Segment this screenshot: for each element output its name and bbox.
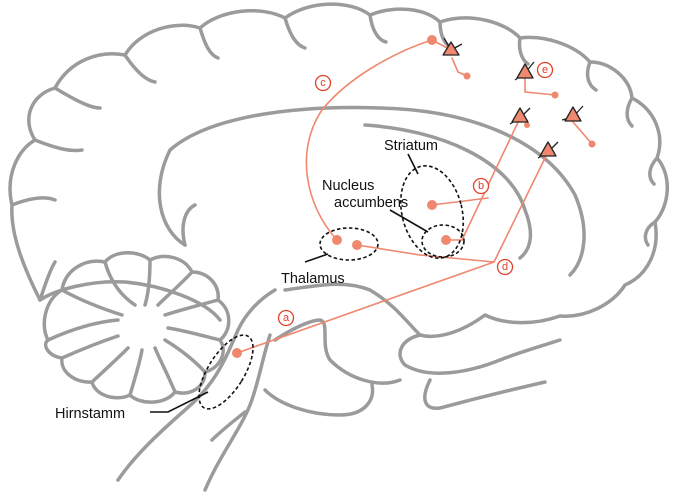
sulcus-3: [33, 138, 84, 153]
neuron-3: [509, 107, 531, 125]
neuron-1: [442, 37, 463, 56]
leader-accumbens: [389, 209, 429, 233]
temporal-lobe-4: [423, 378, 547, 410]
pathway-a-line: [236, 261, 495, 354]
cerebellum-fold-3: [156, 270, 194, 307]
svg-text:d: d: [502, 261, 508, 273]
sulcus-2: [10, 196, 57, 207]
svg-text:e: e: [542, 64, 548, 76]
sulcus-13: [648, 156, 659, 186]
badge-b: b: [472, 177, 490, 195]
striatum-region: [399, 165, 465, 259]
corpus-callosum-inner: [181, 203, 197, 247]
label-accumbens: accumbens: [334, 195, 408, 211]
sulcus-5: [123, 53, 157, 84]
dot-cortex-2: [551, 91, 559, 99]
neuron-2: [514, 61, 535, 81]
brainstem-mid: [210, 410, 247, 442]
badge-e: e: [536, 61, 554, 79]
dot-thalamus-right: [352, 240, 362, 250]
temporal-lobe: [283, 282, 562, 375]
cerebellum-fold-10: [60, 334, 120, 360]
cerebellum-fold-11: [46, 318, 120, 342]
dot-thalamus-left: [332, 235, 342, 245]
leader-hirnstamm: [150, 391, 209, 413]
cerebellum-fold-2: [143, 258, 152, 307]
cerebellum-fold-6: [163, 338, 207, 374]
pathway-b-line-to-cortex: [461, 117, 521, 241]
hirnstamm-region: [198, 334, 254, 410]
brainstem-back: [203, 333, 272, 492]
pathway-d-line-cortex: [493, 151, 549, 263]
pathway-d-line-thalamus: [356, 244, 495, 263]
dot-cortex-4: [524, 122, 530, 128]
accumbens-region: [421, 224, 465, 258]
pathway-cortex-2: [451, 57, 468, 77]
sulcus-14: [643, 220, 657, 247]
sulcus-8: [368, 13, 388, 44]
thalamus-region: [319, 227, 379, 261]
leader-thalamus: [304, 253, 329, 263]
dot-cortex-1: [463, 72, 471, 80]
striatum-arc: [363, 123, 533, 260]
badge-d: d: [496, 258, 514, 276]
dot-cortex-3: [588, 140, 596, 148]
pathway-cortex-3: [572, 121, 593, 145]
cerebellum-fold-8: [128, 348, 144, 397]
label-thalamus: Thalamus: [281, 271, 345, 287]
cerebellum-fold-4: [163, 298, 220, 317]
sulcus-6: [198, 26, 220, 60]
cortex-outline: [8, 2, 670, 338]
sulcus-7: [283, 16, 307, 50]
cerebellum-fold-7: [153, 346, 177, 394]
leader-striatum: [407, 153, 419, 175]
svg-text:a: a: [283, 312, 290, 324]
svg-text:c: c: [320, 77, 326, 89]
label-nucleus: Nucleus: [322, 178, 374, 194]
cerebellum: [42, 251, 231, 404]
label-striatum: Striatum: [384, 138, 438, 154]
pathway-e-line: [524, 77, 556, 96]
temporal-lobe-3: [263, 383, 375, 417]
dot-brainstem: [232, 348, 242, 358]
badge-a: a: [277, 309, 295, 327]
cerebellum-fold-5: [166, 326, 222, 342]
sulcus-10: [517, 36, 530, 66]
corpus-callosum: [157, 105, 586, 277]
badge-c: c: [314, 74, 332, 92]
label-hirnstamm: Hirnstamm: [55, 406, 125, 422]
dot-cortex-top: [427, 35, 437, 45]
brainstem-front: [116, 288, 277, 482]
pathway-c-line: [305, 39, 433, 241]
neuron-4: [561, 105, 584, 122]
sulcus-4: [53, 86, 102, 110]
temporal-lobe-2: [273, 318, 402, 385]
cerebellum-fold-1: [103, 260, 137, 307]
dot-striatum: [427, 200, 437, 210]
svg-text:b: b: [478, 180, 484, 192]
cerebellum-fold-9: [90, 346, 130, 384]
cerebellum-fold-12: [60, 288, 124, 317]
neuron-5: [537, 141, 559, 159]
dot-accumbens: [441, 235, 451, 245]
sulcus-12: [625, 96, 634, 128]
sulcus-1: [38, 260, 57, 302]
sulcus-11: [585, 60, 598, 92]
